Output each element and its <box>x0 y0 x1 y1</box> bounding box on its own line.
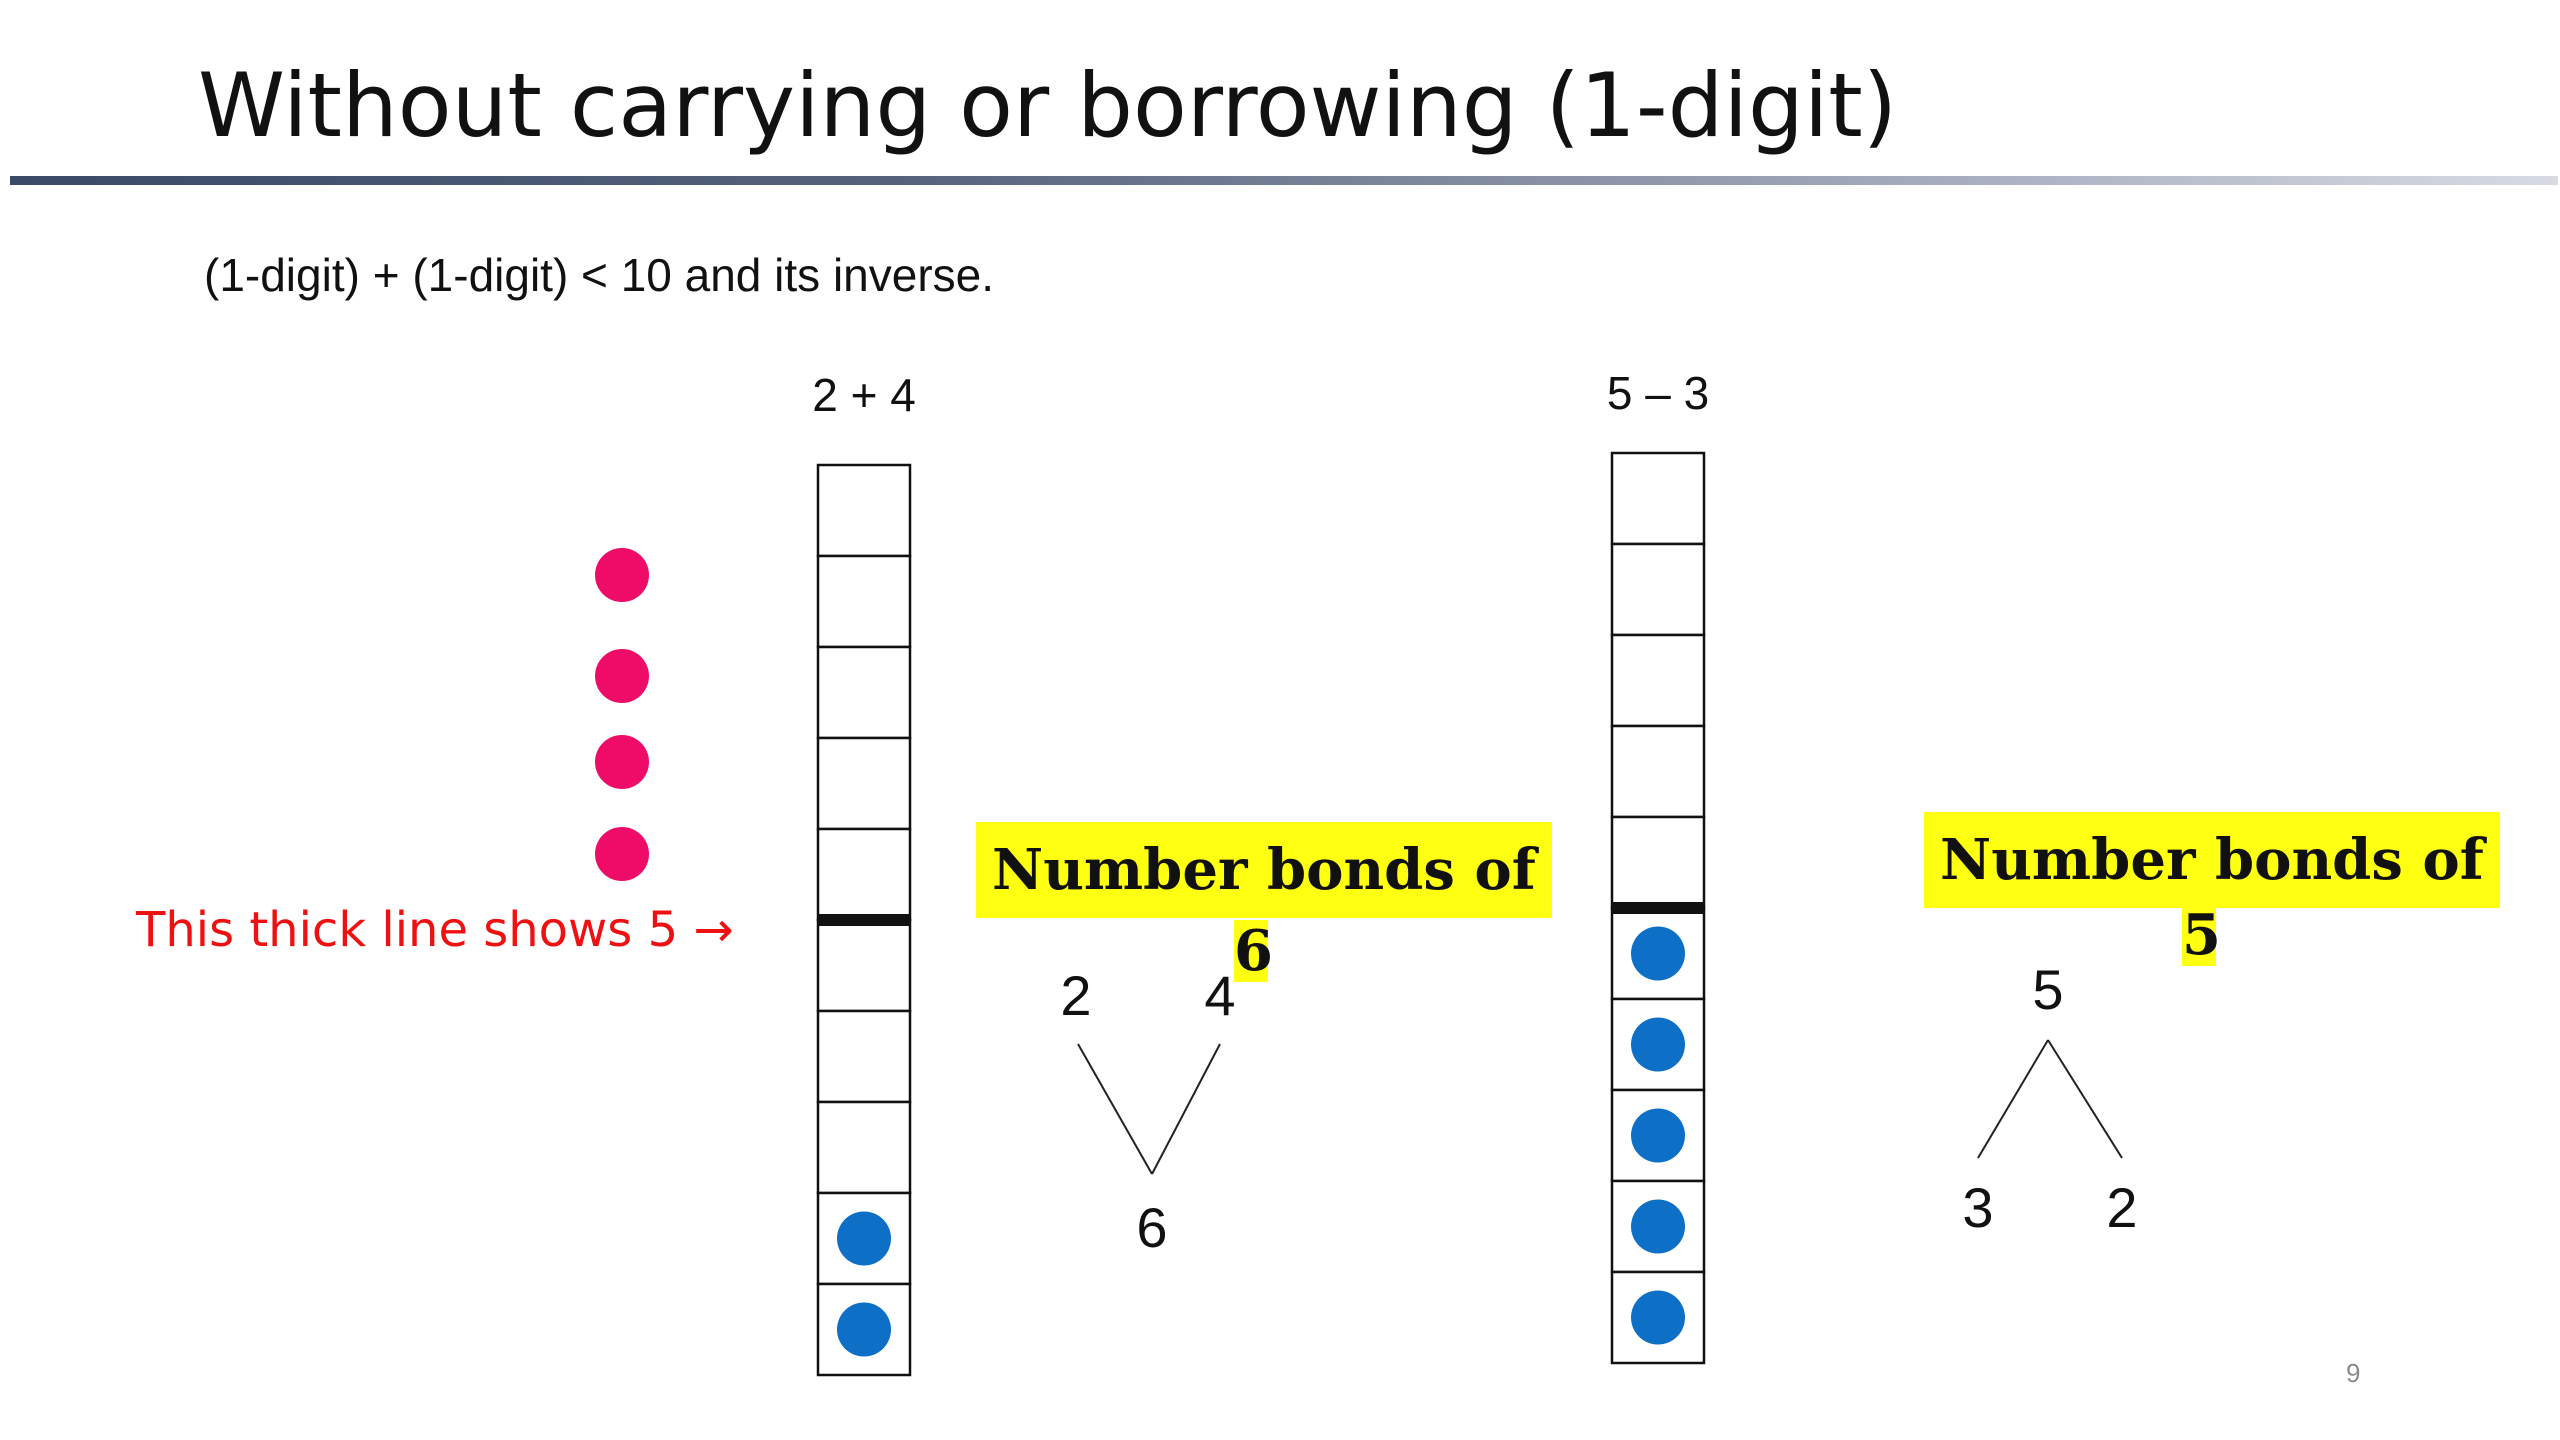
subtraction-expression: 5 – 3 <box>1606 367 1710 419</box>
thick-line-annotation: This thick line shows 5 → <box>136 902 734 958</box>
addition-bond-lines <box>1077 1043 1221 1175</box>
addition-expression: 2 + 4 <box>812 369 916 421</box>
addition-frame-counter-2 <box>837 1211 891 1266</box>
subtraction-bond-part-left: 3 <box>1962 1176 1994 1239</box>
addition-frame-cell-1 <box>816 463 912 558</box>
subtraction-bond-label: Number bonds of <box>1924 812 2500 908</box>
subtraction-frame-counter-4 <box>1631 1017 1685 1072</box>
addition-frame-cell-5 <box>816 827 912 922</box>
addition-frame-counters <box>837 1211 891 1357</box>
loose-counter-4 <box>595 827 649 881</box>
addition-bond-line-right <box>1151 1043 1221 1175</box>
subtraction-bond-whole: 5 <box>2032 958 2064 1021</box>
subtraction-frame-cell-2 <box>1610 542 1706 637</box>
subtraction-frame-cell-4 <box>1610 724 1706 819</box>
subtraction-frame-counter-2 <box>1631 1199 1685 1254</box>
title-rule <box>10 176 2558 185</box>
addition-frame-cell-7 <box>816 1009 912 1104</box>
subtraction-frame-counter-1 <box>1631 1290 1685 1345</box>
subtraction-frame-cell-1 <box>1610 451 1706 546</box>
addition-ten-frame <box>816 463 912 1377</box>
slide-subtitle: (1-digit) + (1-digit) < 10 and its inver… <box>204 249 995 301</box>
addition-bond-part-left: 2 <box>1060 964 1092 1027</box>
subtraction-bond-lines <box>1977 1039 2123 1159</box>
addition-frame-cell-8 <box>816 1100 912 1195</box>
loose-counter-2 <box>595 649 649 703</box>
loose-counter-1 <box>595 548 649 602</box>
subtraction-bond-line-left <box>1977 1039 2049 1159</box>
addition-bond-label: Number bonds of <box>976 822 1552 918</box>
subtraction-bond-line-right <box>2047 1039 2123 1159</box>
addition-loose-counters <box>595 548 649 881</box>
addition-frame-cell-3 <box>816 645 912 740</box>
subtraction-frame-cell-5 <box>1610 815 1706 910</box>
slide-title: Without carrying or borrowing (1-digit) <box>198 54 1898 157</box>
subtraction-frame-counter-5 <box>1631 926 1685 981</box>
subtraction-frame-counters <box>1631 926 1685 1345</box>
subtraction-frame-counter-3 <box>1631 1108 1685 1163</box>
addition-frame-counter-1 <box>837 1302 891 1357</box>
subtraction-bond-part-right: 2 <box>2106 1176 2138 1239</box>
addition-bond-whole: 6 <box>1136 1196 1168 1259</box>
subtraction-bond-whole-highlight: 5 <box>2182 902 2221 968</box>
page-number: 9 <box>2346 1358 2361 1388</box>
addition-bond-line-left <box>1077 1043 1153 1175</box>
addition-frame-cell-6 <box>816 918 912 1013</box>
addition-frame-cell-2 <box>816 554 912 649</box>
addition-bond-part-right: 4 <box>1204 964 1236 1027</box>
addition-bond-whole-highlight: 6 <box>1234 918 1273 984</box>
subtraction-frame-cell-3 <box>1610 633 1706 728</box>
loose-counter-3 <box>595 735 649 789</box>
addition-frame-cell-4 <box>816 736 912 831</box>
